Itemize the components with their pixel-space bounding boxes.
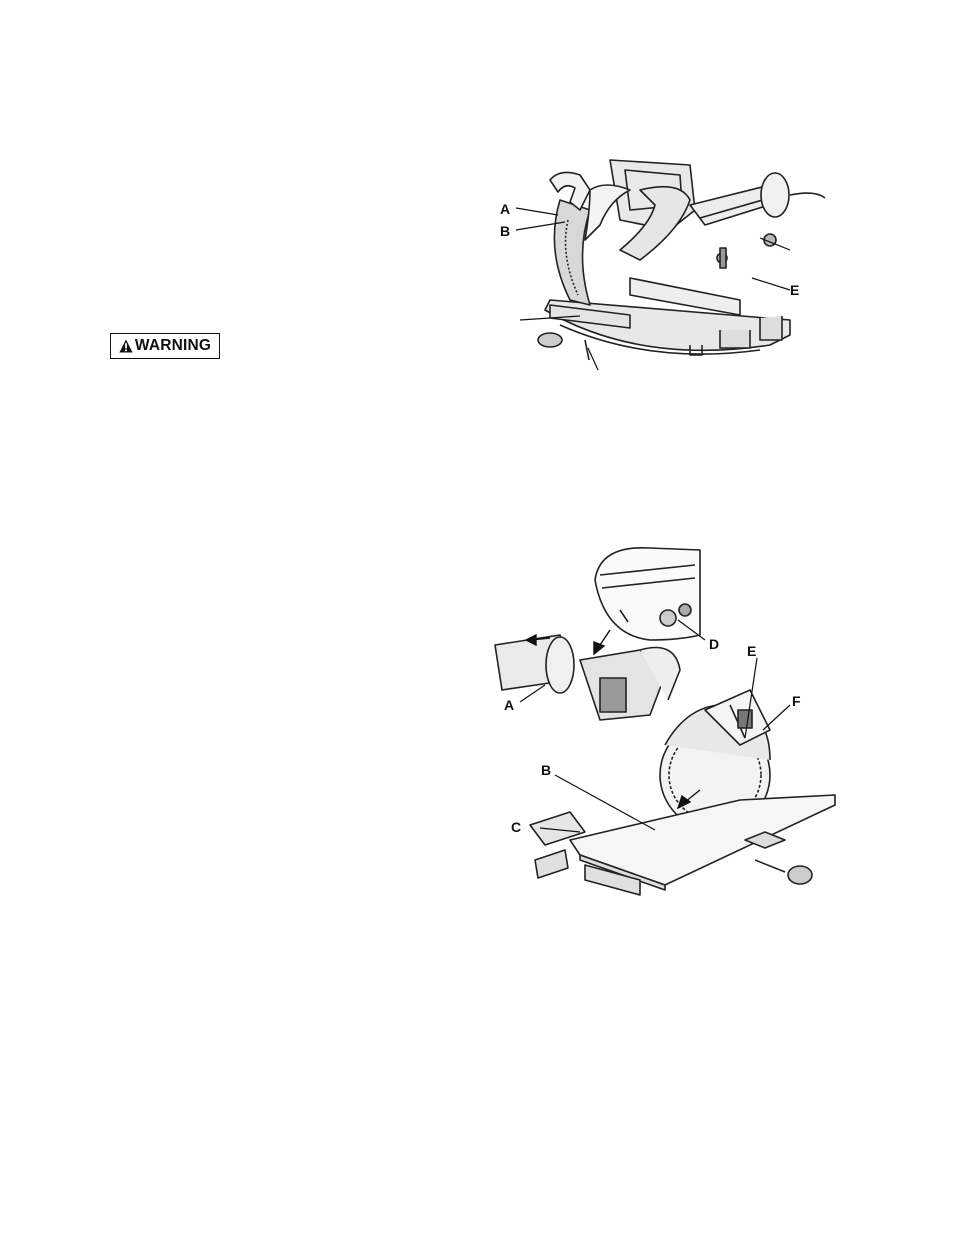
miter-saw-illustration-1: A B E: [490, 150, 830, 375]
callout-e: E: [747, 643, 756, 659]
callout-f: F: [792, 693, 801, 709]
warning-label: WARNING: [135, 337, 211, 355]
callout-b: B: [541, 762, 551, 778]
callout-a: A: [500, 201, 510, 217]
callout-b: B: [500, 223, 510, 239]
miter-saw-illustration-2: A B C D E F: [490, 540, 830, 900]
warning-badge: WARNING: [110, 333, 220, 359]
warning-triangle-icon: [119, 339, 133, 353]
callout-c: C: [511, 819, 521, 835]
callout-e: E: [790, 282, 799, 298]
callout-d: D: [709, 636, 719, 652]
callout-a: A: [504, 697, 514, 713]
